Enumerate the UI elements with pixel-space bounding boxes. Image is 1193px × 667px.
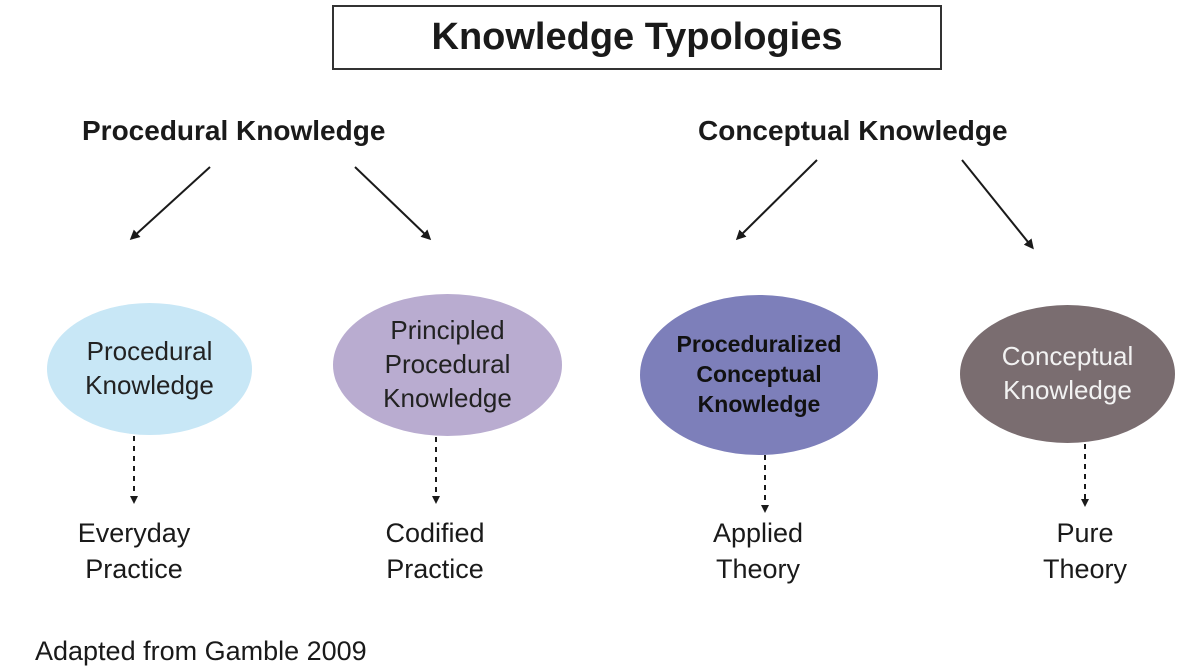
arrow-left-to-node-1	[129, 166, 211, 241]
diagram-title: Knowledge Typologies	[431, 16, 843, 58]
source-caption: Adapted from Gamble 2009	[35, 636, 367, 666]
arrow-right-to-node-4	[961, 159, 1034, 250]
outcome-codified-practice: Codified Practice	[385, 518, 485, 585]
arrow-left-to-node-2	[354, 166, 432, 241]
title-box: Knowledge Typologies	[332, 5, 942, 70]
node-conceptual-knowledge: Conceptual Knowledge	[960, 305, 1175, 443]
outcome-everyday-practice: Everyday Practice	[77, 518, 191, 585]
node-label: Procedural Knowledge	[85, 336, 214, 400]
node-label: Conceptual Knowledge	[1001, 341, 1134, 405]
node-label: Proceduralized Conceptual Knowledge	[676, 331, 842, 417]
outcome-pure-theory: Pure Theory	[1042, 518, 1128, 585]
heading-procedural-knowledge: Procedural Knowledge	[82, 115, 386, 146]
node-label: Principled Procedural Knowledge	[383, 315, 512, 413]
node-proceduralized-conceptual-knowledge: Proceduralized Conceptual Knowledge	[640, 295, 878, 455]
outcome-applied-theory: Applied Theory	[712, 518, 804, 585]
arrow-right-to-node-3	[735, 159, 818, 241]
node-principled-procedural-knowledge: Principled Procedural Knowledge	[333, 294, 562, 436]
node-procedural-knowledge: Procedural Knowledge	[47, 303, 252, 435]
heading-conceptual-knowledge: Conceptual Knowledge	[698, 115, 1008, 146]
